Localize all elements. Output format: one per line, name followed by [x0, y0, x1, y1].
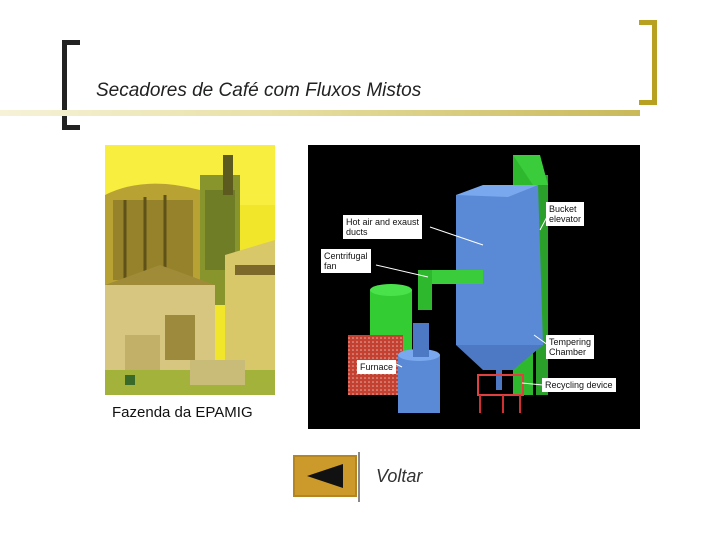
label-hot-air-ducts: Hot air and exaust ducts: [343, 215, 422, 239]
right-bracket-bottom: [639, 100, 657, 105]
photo-caption: Fazenda da EPAMIG: [112, 404, 253, 421]
title-underline: [0, 110, 640, 116]
right-bracket-bar: [652, 20, 657, 105]
slide-title: Secadores de Café com Fluxos Mistos: [96, 80, 421, 102]
back-button[interactable]: [293, 455, 357, 497]
left-bracket-bar: [62, 40, 67, 130]
label-centrifugal-fan: Centrifugal fan: [321, 249, 371, 273]
label-recycling-device: Recycling device: [542, 378, 616, 392]
farm-photo: [105, 145, 275, 395]
voltar-link[interactable]: Voltar: [376, 466, 422, 487]
left-arrow-icon: [305, 462, 345, 490]
label-tempering-chamber: Tempering Chamber: [546, 335, 594, 359]
label-furnace: Furnace: [357, 360, 396, 374]
dryer-diagram: Hot air and exaust ducts Centrifugal fan…: [308, 145, 640, 429]
left-bracket-bottom: [62, 125, 80, 130]
farm-photo-illustration: [105, 145, 275, 395]
label-bucket-elevator: Bucket elevator: [546, 202, 584, 226]
nav-divider: [358, 452, 360, 502]
left-bracket-top: [62, 40, 80, 45]
right-bracket-top: [639, 20, 657, 25]
